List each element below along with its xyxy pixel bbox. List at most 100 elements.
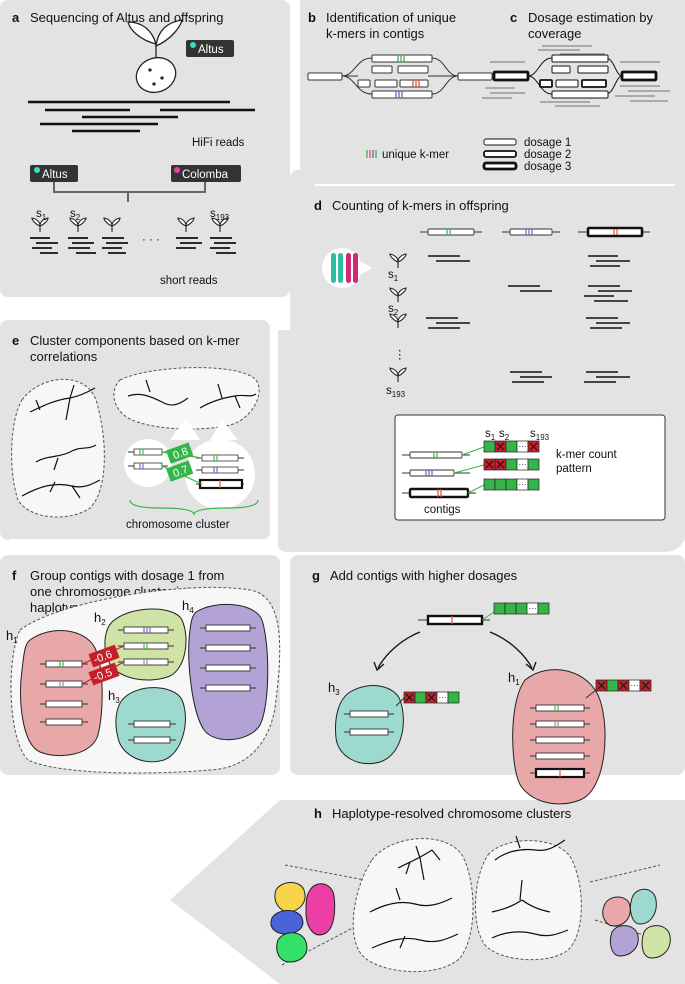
pattern-connector	[395, 697, 405, 707]
panel-c-title-2: coverage	[528, 26, 581, 41]
bubble-contigs	[128, 448, 244, 490]
dosage-contig	[426, 614, 484, 626]
hifi-reads-label: HiFi reads	[192, 137, 245, 149]
h3-label-g: h3	[328, 680, 340, 697]
hifi-reads	[28, 100, 255, 133]
cross-lines	[53, 182, 206, 202]
dosage-legend-icons	[482, 138, 518, 171]
zoom-pointer	[170, 418, 200, 440]
corr-value-2: 0.7	[171, 464, 189, 481]
kmer-legend-icon	[366, 150, 377, 158]
zoom-pointer	[210, 420, 238, 440]
offspring-s193-label: s193	[210, 208, 230, 222]
vertical-ellipsis: ⋮	[394, 349, 406, 361]
panel-letter-f: f	[12, 568, 17, 583]
panel-e-title-1: Cluster components based on k-mer	[30, 333, 240, 348]
altus-dot	[190, 42, 196, 48]
top-kmer-marks	[446, 229, 618, 235]
h1-kmer-marks-g	[554, 705, 561, 777]
corr-badge-1: 0.8	[165, 442, 194, 464]
parent2-tag	[171, 165, 241, 182]
panel-c-title-1: Dosage estimation by	[528, 10, 654, 25]
pattern-cell	[493, 602, 506, 615]
offspring-s193-label-d: s193	[386, 385, 406, 399]
assembly-graph-b	[307, 54, 493, 99]
connector-lines	[453, 446, 485, 494]
absent-mark	[427, 693, 436, 702]
offspring-reads	[426, 255, 632, 383]
dosage3-label: dosage 3	[524, 161, 571, 173]
panel-g: g Add contigs with higher dosages h3 h1	[312, 568, 652, 805]
pattern-ellipsis: ···	[529, 604, 537, 613]
pattern-label-1: k-mer count	[556, 449, 618, 461]
absent-mark	[529, 442, 538, 451]
parent1-dot	[34, 167, 40, 173]
panel-letter-e: e	[12, 333, 19, 348]
altus-tag	[186, 40, 234, 57]
short-reads	[30, 237, 236, 254]
panel-b: b Identification of unique k-mers in con…	[307, 10, 493, 161]
absent-mark	[496, 460, 505, 469]
potato-plant-icon	[127, 19, 183, 94]
h3-label: h3	[108, 688, 120, 705]
pattern-connector	[585, 689, 597, 699]
panel-h: h Haplotype-resolved chromosome clusters	[270, 806, 671, 973]
pattern-cell	[527, 458, 540, 471]
pointer-arrow	[362, 262, 372, 274]
chromosome-icon	[338, 253, 343, 283]
parent2-label: Colomba	[182, 169, 229, 181]
arrow-right	[489, 631, 533, 669]
zoom-bubble-right	[185, 439, 255, 509]
pattern-cell	[537, 602, 550, 615]
panel-a: a Sequencing of Altus and offspring Altu…	[12, 10, 255, 287]
pattern-cell	[483, 478, 496, 491]
offspring-s2-label-d: s2	[388, 303, 399, 317]
chromosome-icon	[331, 253, 336, 283]
pattern-ellipsis: ···	[631, 681, 639, 690]
pattern-ellipsis: ···	[519, 442, 527, 451]
offspring-s1-label-d: s1	[388, 269, 399, 283]
panel-letter-d: d	[314, 198, 322, 213]
pattern-cell	[414, 691, 427, 704]
haplotype-h3-g	[335, 685, 404, 764]
pattern-label-2: pattern	[556, 463, 592, 475]
offspring-s2-label: s2	[70, 208, 81, 222]
panel-letter-c: c	[510, 10, 517, 25]
pattern-cell	[606, 679, 619, 692]
box-contigs	[402, 451, 476, 499]
panel-letter-b: b	[308, 10, 316, 25]
final-cluster-2	[475, 840, 582, 961]
arrow-left	[377, 631, 421, 669]
final-cluster-1	[352, 838, 474, 973]
haplotype-h4	[188, 603, 269, 741]
pattern-cell	[527, 478, 540, 491]
corr-value-1: 0.8	[171, 446, 189, 463]
arrow-left-head	[373, 661, 385, 672]
panel-f: f Group contigs with dosage 1 from one c…	[6, 568, 281, 774]
top-contigs	[420, 226, 650, 238]
altus-tag-label: Altus	[198, 44, 224, 56]
pattern-ellipsis: ···	[439, 693, 447, 702]
panel-letter-g: g	[312, 568, 320, 583]
pattern-cell	[494, 478, 507, 491]
absent-mark	[641, 681, 650, 690]
box-s2-label: s2	[499, 428, 510, 442]
panel-bcd-fill	[300, 0, 685, 180]
panel-d-title: Counting of k-mers in offspring	[332, 198, 509, 213]
panel-e-title-2: correlations	[30, 349, 98, 364]
h4-label: h4	[182, 598, 194, 615]
component-cluster-right	[113, 367, 260, 430]
absent-mark	[496, 442, 505, 451]
corr-badge-2: 0.7	[165, 460, 194, 482]
pattern-ellipsis: ···	[519, 480, 527, 489]
offspring-s1-label: s1	[36, 208, 47, 222]
chromosome-cluster-label: chromosome cluster	[126, 519, 230, 531]
h2-label: h2	[94, 610, 106, 627]
short-reads-label: short reads	[160, 275, 218, 287]
pattern-cell	[505, 458, 518, 471]
graph-tangles-e	[21, 379, 257, 499]
cluster-brace	[129, 499, 259, 516]
h1-label: h1	[6, 628, 18, 645]
absent-mark	[405, 693, 414, 702]
